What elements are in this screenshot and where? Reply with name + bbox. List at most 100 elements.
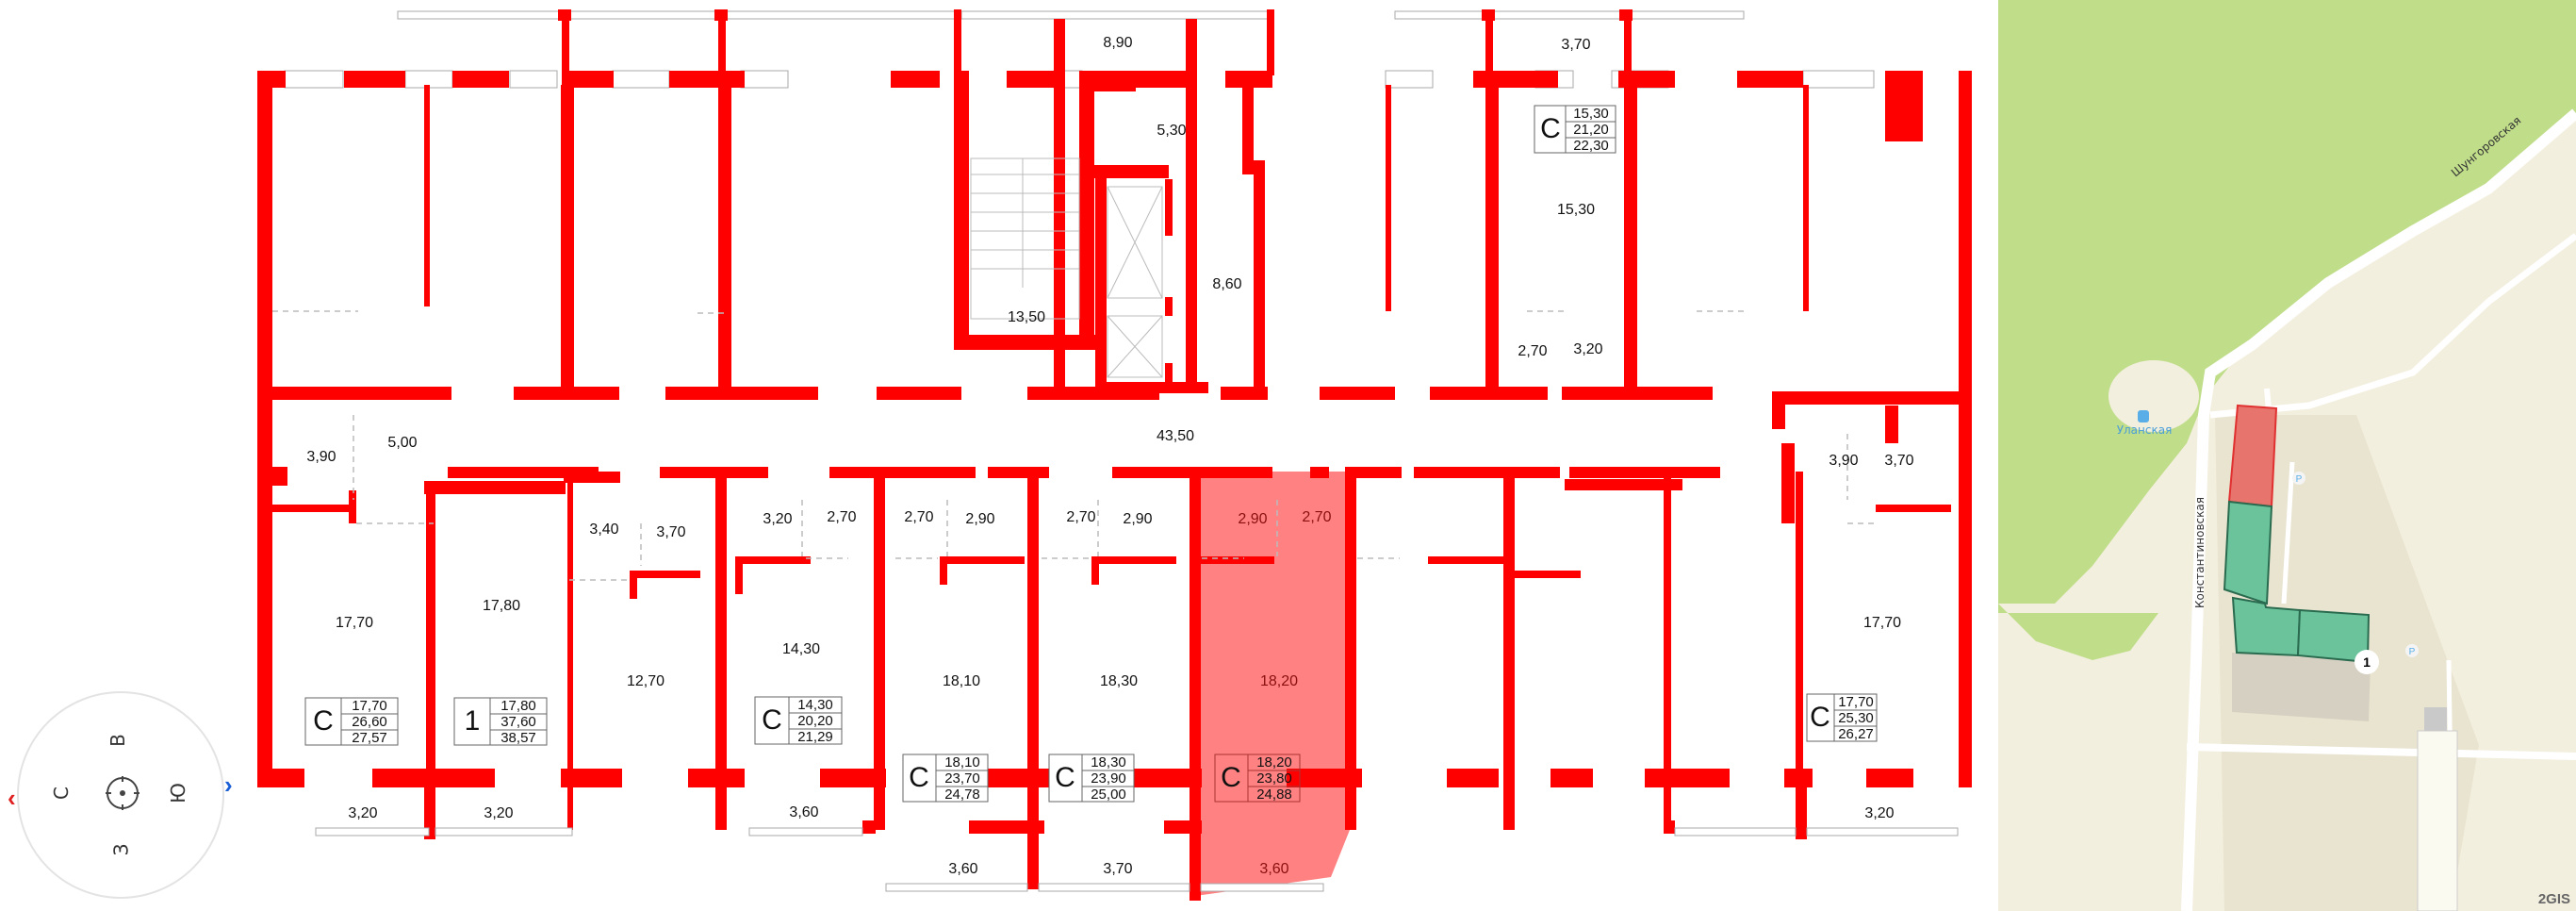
svg-text:38,57: 38,57 [500,730,536,746]
selected-apartment-highlight[interactable] [1195,472,1350,896]
area-bath-right: 3,70 [1884,453,1913,469]
svg-text:С: С [1055,762,1075,793]
bottom-windows [315,827,1959,892]
svg-text:20,20: 20,20 [797,713,833,729]
building [2424,707,2447,731]
area-bath-s4: 2,90 [965,511,994,527]
compass-south-label: Ю [166,783,189,803]
rotate-right-button[interactable]: › [224,770,233,799]
walls [257,9,1972,901]
area-hall-right: 3,90 [1829,453,1858,469]
area-bath-s3: 3,20 [763,511,792,527]
svg-text:23,90: 23,90 [1091,770,1126,787]
area-room-s3: 14,30 [782,641,820,657]
floor-plan-panel: 8,90 5,30 13,50 8,60 43,50 3,70 15,30 2,… [8,9,1972,901]
svg-text:14,30: 14,30 [797,697,833,713]
map-brand-logo[interactable]: 2GIS [2537,891,2570,907]
area-stairwell: 13,50 [1008,309,1045,325]
area-bath-1k: 3,70 [656,524,685,540]
apartment-badge[interactable]: С 14,30 20,20 21,29 [754,696,843,745]
area-balcony-top-right: 3,70 [1561,37,1590,53]
svg-text:С: С [762,704,782,736]
compass-center-icon [106,776,139,810]
bus-stop-icon[interactable] [2138,410,2149,422]
area-hall-top-right: 2,70 [1518,343,1547,359]
svg-text:18,20: 18,20 [1256,754,1292,770]
area-balcony-b5: 3,70 [1103,861,1132,877]
svg-text:22,30: 22,30 [1573,138,1609,154]
svg-text:1: 1 [465,705,481,737]
area-bath-top-right: 3,20 [1573,341,1602,357]
area-balcony-b1: 3,20 [348,805,377,821]
compass-east-label: В [106,734,129,747]
svg-text:23,80: 23,80 [1256,770,1292,787]
area-hall-1k: 3,40 [589,522,618,538]
svg-text:С: С [1221,762,1241,793]
apartment-badge-selected[interactable]: С 18,20 23,80 24,88 [1214,754,1301,803]
svg-text:26,27: 26,27 [1838,726,1874,742]
building-number-marker[interactable] [2354,650,2379,674]
area-bath-s5: 2,90 [1123,511,1152,527]
selected-building-section[interactable] [2227,404,2278,508]
apartment-badge[interactable]: С 15,30 21,20 22,30 [1534,105,1616,154]
compass-widget[interactable]: ‹ › В С Ю З [8,691,233,899]
svg-text:17,80: 17,80 [500,698,536,714]
svg-text:27,57: 27,57 [352,730,387,746]
road [2186,743,2576,760]
building-section[interactable] [2223,500,2273,605]
svg-text:15,30: 15,30 [1573,106,1609,122]
apartment-badge[interactable]: С 18,30 23,90 25,00 [1048,754,1135,803]
svg-text:21,29: 21,29 [797,729,833,745]
area-room-top-right: 15,30 [1557,202,1595,218]
area-balcony-top-center: 8,90 [1103,35,1132,51]
area-hall-s4: 2,70 [904,509,933,525]
apartment-badge[interactable]: С 17,70 25,30 26,27 [1806,693,1878,742]
room-dividers [272,310,1876,581]
parking-icon: P [2409,647,2416,657]
svg-text:С: С [909,762,929,793]
area-balcony-b6: 3,60 [1259,861,1288,877]
area-room-1k: 17,80 [483,598,520,614]
building-shadow [2232,653,2371,721]
svg-text:С: С [1810,702,1830,733]
svg-text:25,30: 25,30 [1838,710,1874,726]
location-map[interactable]: 1 P P Уланская Шунгоровская Константинов… [1998,0,2576,911]
svg-text:26,60: 26,60 [352,714,387,730]
area-room-s4: 18,10 [943,673,980,689]
apartment-badge[interactable]: 1 17,80 37,60 38,57 [453,697,548,746]
room-area-labels: 8,90 5,30 13,50 8,60 43,50 3,70 15,30 2,… [306,35,1913,877]
svg-text:18,10: 18,10 [944,754,980,770]
area-balcony-b3: 3,60 [789,804,818,820]
svg-text:1: 1 [2363,654,2371,670]
area-elevator-hall: 8,60 [1212,276,1241,292]
svg-text:24,78: 24,78 [944,787,980,803]
park-area [1998,0,2576,604]
compass-ring[interactable] [17,691,224,899]
svg-text:17,70: 17,70 [1838,694,1874,710]
area-hall-s5: 2,70 [1066,509,1095,525]
area-kitchen-1k: 12,70 [627,673,665,689]
area-hall-s3: 2,70 [827,509,856,525]
compass-north-label: С [49,787,73,800]
svg-text:21,20: 21,20 [1573,122,1609,138]
area-corridor: 43,50 [1157,428,1194,444]
building [2417,730,2458,911]
area-bath-s6: 2,90 [1238,511,1267,527]
svg-text:17,70: 17,70 [352,698,387,714]
bus-stop-label: Уланская [2117,423,2173,437]
svg-text:23,70: 23,70 [944,770,980,787]
area-balcony-b2: 3,20 [484,805,513,821]
svg-text:С: С [313,705,334,737]
area-bath-left: 3,90 [306,449,336,465]
apartment-badge[interactable]: С 17,70 26,60 27,57 [304,697,399,746]
svg-text:25,00: 25,00 [1091,787,1126,803]
apartment-badge[interactable]: С 18,10 23,70 24,78 [902,754,989,803]
road [2181,108,2576,911]
area-vestibule-top: 5,30 [1157,123,1186,139]
svg-text:37,60: 37,60 [500,714,536,730]
compass-west-label: З [109,843,133,856]
rotate-left-button[interactable]: ‹ [8,784,16,812]
area-room-s5: 18,30 [1100,673,1138,689]
parking-icon: P [2296,474,2303,485]
area-room-right: 17,70 [1863,615,1901,631]
